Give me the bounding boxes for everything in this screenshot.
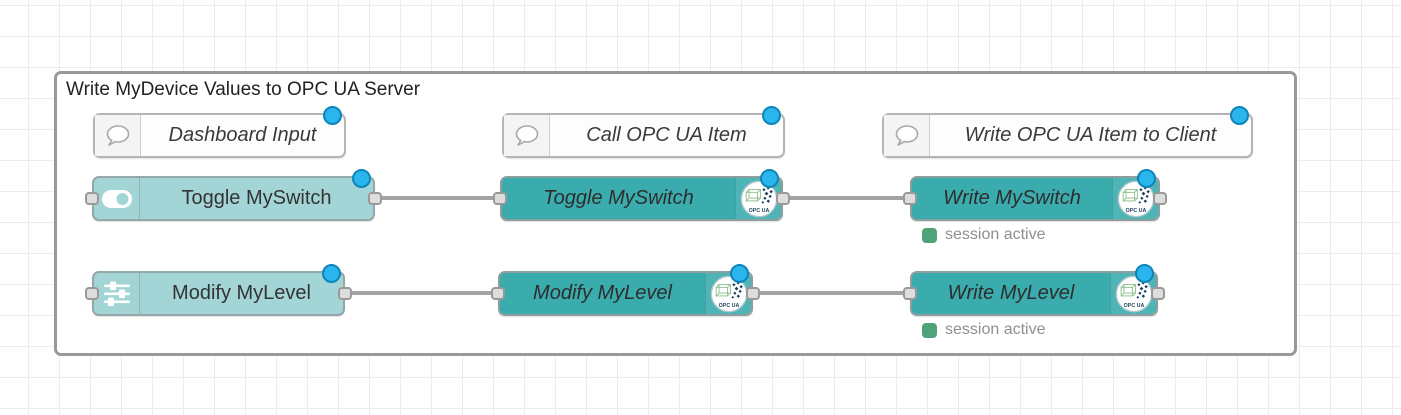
svg-text:OPC UA: OPC UA bbox=[718, 302, 739, 308]
input-port[interactable] bbox=[903, 191, 917, 205]
input-port[interactable] bbox=[903, 286, 917, 300]
changed-indicator bbox=[352, 169, 371, 188]
node-icon-section bbox=[94, 178, 140, 219]
speech-bubble-icon bbox=[513, 124, 541, 148]
changed-indicator bbox=[1137, 169, 1156, 188]
node-label: Modify MyLevel bbox=[533, 282, 672, 304]
node-status-write-myswitch: session active bbox=[922, 226, 1046, 244]
node-status-write-mylevel: session active bbox=[922, 321, 1046, 339]
output-port[interactable] bbox=[338, 286, 352, 300]
changed-indicator bbox=[1230, 106, 1249, 125]
input-port[interactable] bbox=[491, 286, 505, 300]
changed-indicator bbox=[760, 169, 779, 188]
node-label: Toggle MySwitch bbox=[543, 187, 694, 209]
opcua-logo-icon: OPC UA bbox=[710, 275, 748, 313]
node-label: Write MyLevel bbox=[947, 282, 1075, 304]
node-toggle-myswitch-opcua[interactable]: Toggle MySwitch bbox=[493, 169, 790, 221]
node-write-myswitch-opcua[interactable]: Write MySwitch bbox=[903, 169, 1167, 221]
node-toggle-myswitch-dashboard[interactable]: Toggle MySwitch bbox=[85, 169, 382, 221]
comment-icon-section bbox=[95, 115, 141, 156]
wire-modify-dashboard-to-opcua[interactable] bbox=[343, 291, 501, 295]
wire-modify-opcua-to-write[interactable] bbox=[751, 291, 913, 295]
input-port[interactable] bbox=[85, 191, 99, 205]
comment-icon-section bbox=[504, 115, 550, 156]
opcua-logo-icon: OPC UA bbox=[1115, 275, 1153, 313]
node-badge-section: OPC UA bbox=[705, 273, 751, 314]
input-port[interactable] bbox=[85, 286, 99, 300]
node-icon-section bbox=[94, 273, 140, 314]
svg-text:OPC UA: OPC UA bbox=[1123, 302, 1144, 308]
node-badge-section: OPC UA bbox=[1110, 273, 1156, 314]
node-modify-mylevel-dashboard[interactable]: Modify MyLevel bbox=[85, 264, 352, 316]
comment-label: Call OPC UA Item bbox=[586, 124, 747, 146]
changed-indicator bbox=[322, 264, 341, 283]
status-text: session active bbox=[945, 226, 1046, 243]
output-port[interactable] bbox=[1153, 191, 1167, 205]
comment-label: Write OPC UA Item to Client bbox=[964, 124, 1217, 146]
changed-indicator bbox=[1135, 264, 1154, 283]
group-title: Write MyDevice Values to OPC UA Server bbox=[66, 79, 421, 100]
comment-node-dashboard-input[interactable]: Dashboard Input bbox=[93, 106, 346, 158]
svg-text:OPC UA: OPC UA bbox=[748, 207, 769, 213]
output-port[interactable] bbox=[368, 191, 382, 205]
svg-text:OPC UA: OPC UA bbox=[1125, 207, 1146, 213]
wire-toggle-opcua-to-write[interactable] bbox=[781, 196, 913, 200]
speech-bubble-icon bbox=[893, 124, 921, 148]
changed-indicator bbox=[323, 106, 342, 125]
input-port[interactable] bbox=[493, 191, 507, 205]
node-label: Modify MyLevel bbox=[172, 282, 311, 304]
sliders-icon bbox=[102, 281, 132, 307]
status-green-dot bbox=[922, 322, 937, 338]
opcua-logo-icon: OPC UA bbox=[1117, 180, 1155, 218]
status-text: session active bbox=[945, 321, 1046, 338]
comment-icon-section bbox=[884, 115, 930, 156]
node-modify-mylevel-opcua[interactable]: Modify MyLevel bbox=[491, 264, 760, 316]
changed-indicator bbox=[730, 264, 749, 283]
status-green-dot bbox=[922, 227, 937, 243]
comment-label: Dashboard Input bbox=[168, 124, 317, 146]
wire-toggle-dashboard-to-opcua[interactable] bbox=[373, 196, 503, 200]
node-badge-section: OPC UA bbox=[1112, 178, 1158, 219]
output-port[interactable] bbox=[776, 191, 790, 205]
speech-bubble-icon bbox=[104, 124, 132, 148]
node-label: Write MySwitch bbox=[943, 187, 1081, 209]
output-port[interactable] bbox=[1151, 286, 1165, 300]
comment-node-write-opcua-item-to-client[interactable]: Write OPC UA Item to Client bbox=[882, 106, 1253, 158]
toggle-switch-icon bbox=[100, 188, 134, 210]
node-label: Toggle MySwitch bbox=[181, 187, 332, 209]
output-port[interactable] bbox=[746, 286, 760, 300]
node-write-mylevel-opcua[interactable]: Write MyLevel bbox=[903, 264, 1165, 316]
comment-node-call-opcua-item[interactable]: Call OPC UA Item bbox=[502, 106, 785, 158]
changed-indicator bbox=[762, 106, 781, 125]
